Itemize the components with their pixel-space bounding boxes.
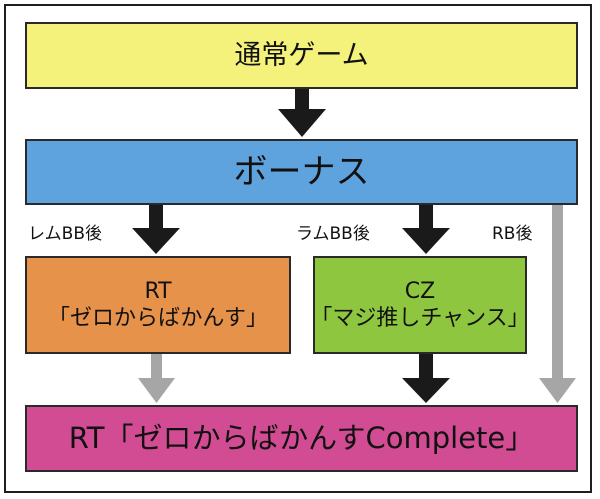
arrow-normal-to-bonus [278, 89, 326, 137]
node-rt-subtitle: 「ゼロからばかんす」 [47, 306, 268, 331]
node-normal-game-label: 通常ゲーム [234, 39, 369, 71]
arrow-bonus-to-cz [402, 205, 450, 254]
arrow-cz-to-final [402, 354, 450, 403]
arrow-rt-to-final [138, 354, 175, 403]
node-rt-title: RT [144, 278, 172, 304]
edge-label-rb: RB後 [492, 224, 533, 244]
arrow-bonus-to-rt [132, 205, 180, 254]
node-bonus-label: ボーナス [233, 151, 370, 192]
node-rt-complete: RT「ゼロからばかんすComplete」 [25, 405, 578, 472]
node-cz-subtitle: 「マジ推しチャンス」 [310, 306, 530, 331]
edge-label-remu-bb: レムBB後 [28, 224, 102, 244]
node-normal-game: 通常ゲーム [25, 22, 578, 89]
node-bonus: ボーナス [25, 139, 578, 205]
edge-label-ramu-bb: ラムBB後 [296, 224, 370, 244]
node-cz-title: CZ [404, 278, 436, 304]
node-rt-zero-vacance: RT 「ゼロからばかんす」 [25, 256, 291, 354]
arrow-bonus-to-final-rb [539, 205, 576, 403]
node-rt-complete-label: RT「ゼロからばかんすComplete」 [68, 421, 535, 456]
node-cz-majioshi-chance: CZ 「マジ推しチャンス」 [310, 256, 530, 354]
